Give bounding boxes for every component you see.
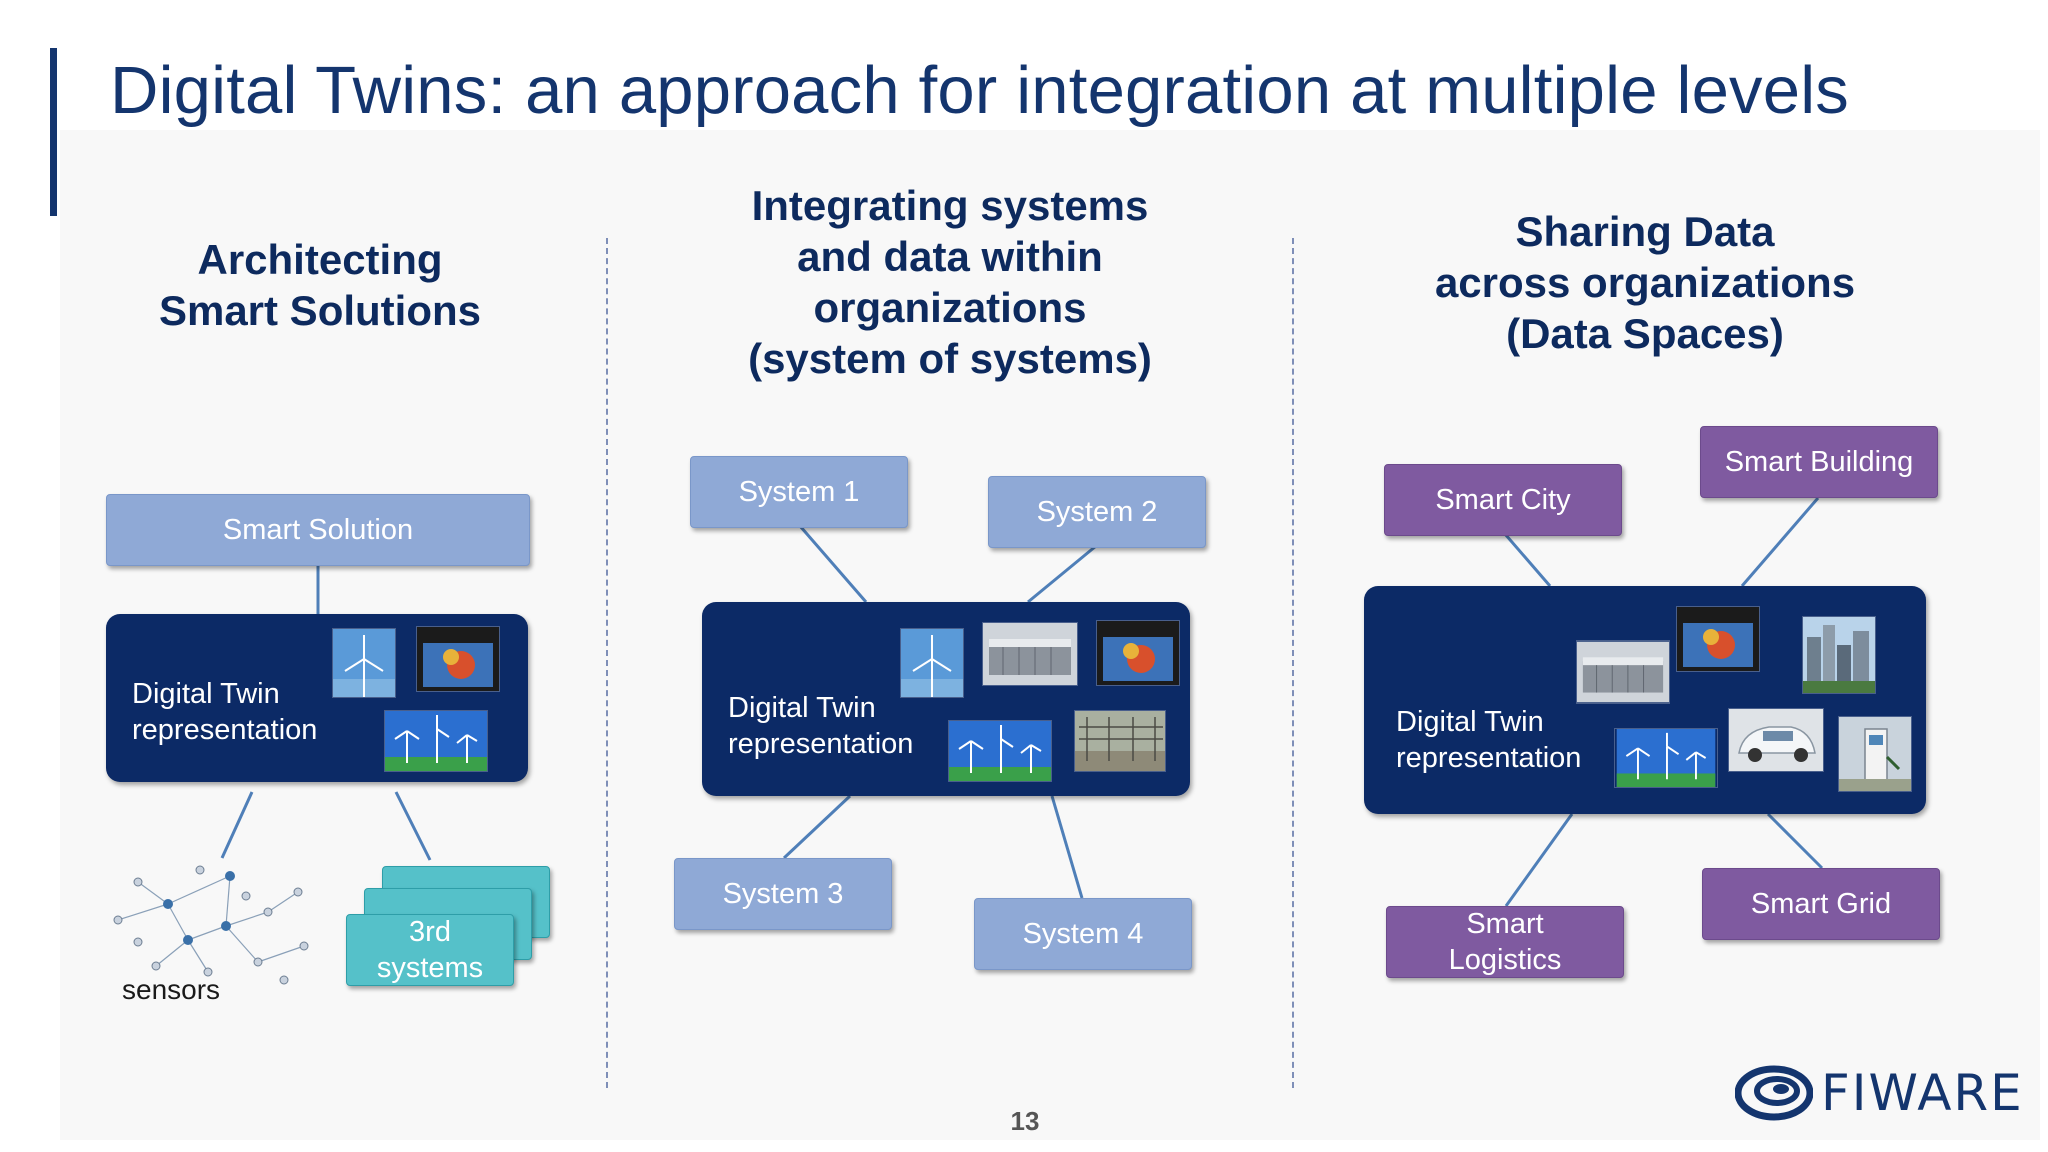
weather-map-image <box>416 626 500 692</box>
city-skyline-image <box>1802 616 1876 694</box>
heading-line: (system of systems) <box>748 335 1152 382</box>
heading-line: and data within <box>797 233 1103 280</box>
system-2-box: System 2 <box>988 476 1206 548</box>
smart-logistics-box: Smart Logistics <box>1386 906 1624 978</box>
page-number: 13 <box>1010 1106 1040 1136</box>
smart-logistics-label-line: Smart <box>1466 908 1544 940</box>
electric-car-image <box>1728 708 1824 772</box>
third-systems-label-line: systems <box>376 952 484 984</box>
digital-twin-label-line: Digital Twin <box>1396 706 1544 738</box>
smart-city-box: Smart City <box>1384 464 1622 536</box>
system-2-label: System 2 <box>1036 495 1158 528</box>
fiware-logo-text: FIWARE <box>1821 1064 2024 1122</box>
title-accent-bar <box>50 48 57 216</box>
smart-building-box: Smart Building <box>1700 426 1938 498</box>
weather-map-image <box>1096 620 1180 686</box>
heading-line: Sharing Data <box>1515 208 1775 255</box>
digital-twin-label-line: representation <box>132 714 318 746</box>
wind-farm-image <box>948 720 1052 782</box>
heading-line: Architecting <box>197 236 443 283</box>
digital-twin-label-line: Digital Twin <box>132 678 280 710</box>
column-divider <box>606 238 608 1088</box>
column-heading-architecting: Architecting Smart Solutions <box>120 234 520 336</box>
digital-twin-label: Digital Twin representation <box>1396 704 1581 776</box>
data-center-image <box>1576 640 1670 704</box>
third-systems-card: 3rd systems <box>346 914 514 986</box>
smart-building-label: Smart Building <box>1724 446 1914 478</box>
wind-farm-image <box>384 710 488 772</box>
fiware-logo-icon <box>1735 1065 1813 1121</box>
heading-line: Smart Solutions <box>158 287 482 334</box>
column-heading-sharing: Sharing Data across organizations (Data … <box>1400 206 1890 359</box>
heading-line: across organizations <box>1434 259 1856 306</box>
fiware-logo: FIWARE <box>1735 1063 2024 1123</box>
heading-line: organizations <box>813 284 1087 331</box>
system-4-box: System 4 <box>974 898 1192 970</box>
third-systems-label-line: 3rd <box>409 916 451 948</box>
heading-line: Integrating systems <box>751 182 1149 229</box>
system-3-label: System 3 <box>722 877 844 910</box>
smart-grid-box: Smart Grid <box>1702 868 1940 940</box>
weather-map-image <box>1676 606 1760 672</box>
sensor-network-icon <box>113 865 309 985</box>
digital-twin-panel: Digital Twin representation <box>702 602 1190 796</box>
system-4-label: System 4 <box>1022 917 1144 950</box>
slide-title: Digital Twins: an approach for integrati… <box>110 53 1849 128</box>
column-divider <box>1292 238 1294 1088</box>
column-heading-integrating: Integrating systems and data within orga… <box>700 180 1200 384</box>
smart-grid-label: Smart Grid <box>1750 888 1892 920</box>
digital-twin-label-line: representation <box>728 728 914 760</box>
smart-solution-label: Smart Solution <box>222 513 414 546</box>
system-1-box: System 1 <box>690 456 908 528</box>
digital-twin-label-line: representation <box>1396 742 1582 774</box>
sensors-label: sensors <box>122 974 221 1005</box>
wind-turbine-image <box>332 628 396 698</box>
digital-twin-panel: Digital Twin representation <box>106 614 528 782</box>
smart-city-label: Smart City <box>1435 484 1571 516</box>
smart-solution-box: Smart Solution <box>106 494 530 566</box>
heading-line: (Data Spaces) <box>1506 310 1784 357</box>
charging-station-image <box>1838 716 1912 792</box>
smart-logistics-label-line: Logistics <box>1448 944 1562 976</box>
wind-turbine-image <box>900 628 964 698</box>
data-center-image <box>982 622 1078 686</box>
digital-twin-label: Digital Twin representation <box>728 690 913 762</box>
system-3-box: System 3 <box>674 858 892 930</box>
substation-image <box>1074 710 1166 772</box>
system-1-label: System 1 <box>738 475 860 508</box>
digital-twin-panel: Digital Twin representation <box>1364 586 1926 814</box>
wind-farm-image <box>1614 728 1718 788</box>
digital-twin-label-line: Digital Twin <box>728 692 876 724</box>
digital-twin-label: Digital Twin representation <box>132 676 317 748</box>
